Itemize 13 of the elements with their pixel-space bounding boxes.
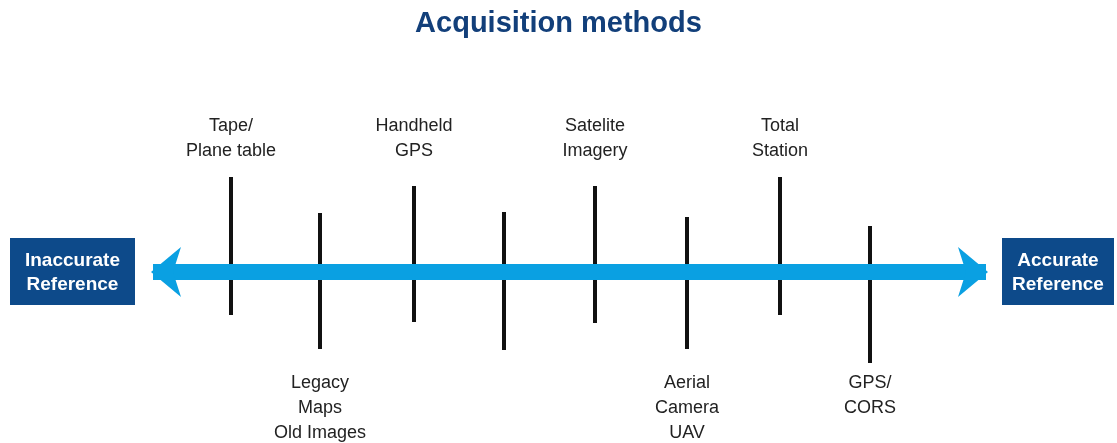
reference-box: Accurate Reference bbox=[1002, 238, 1114, 305]
method-label: Aerial Camera bbox=[653, 371, 720, 419]
method-label: Satelite Imagery bbox=[561, 114, 629, 162]
method-label: UAV bbox=[668, 421, 706, 443]
title: Acquisition methods bbox=[414, 6, 703, 39]
method-label: Tape/ Plane table bbox=[184, 114, 277, 162]
double-arrow bbox=[151, 247, 988, 297]
method-label: Handheld GPS bbox=[374, 114, 454, 162]
reference-box: Inaccurate Reference bbox=[10, 238, 135, 305]
method-label: Total Station bbox=[750, 114, 809, 162]
method-label: Old Images bbox=[272, 421, 367, 443]
method-label: Legacy Maps bbox=[289, 371, 350, 419]
method-label: GPS/ CORS bbox=[842, 371, 897, 419]
